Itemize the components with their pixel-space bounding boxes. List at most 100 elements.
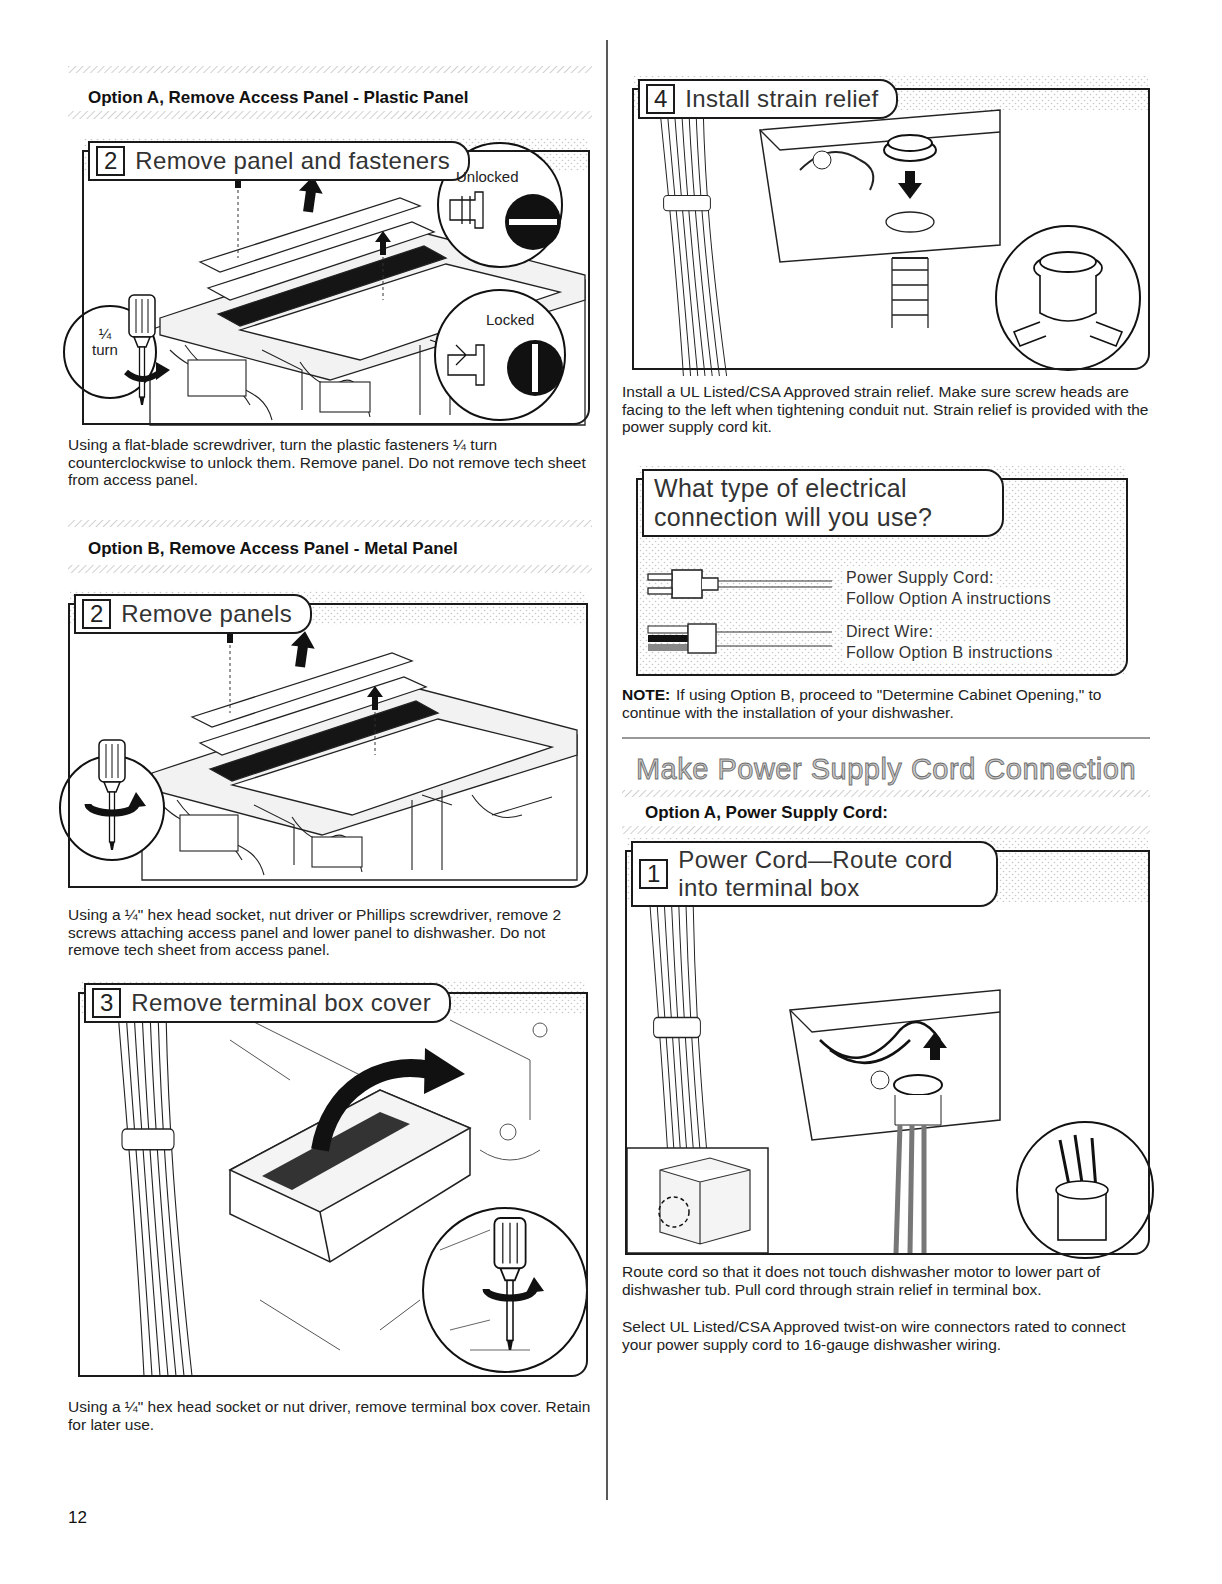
step-header-tab: 3 Remove terminal box cover <box>84 983 451 1023</box>
note-heading: NOTE: <box>622 686 670 704</box>
panel-3-illustration <box>486 1277 544 1298</box>
panel-a-illustration <box>150 164 585 425</box>
step-panel: 2Remove panels <box>68 603 588 888</box>
callout-label: Locked <box>486 311 534 328</box>
connection-icons <box>648 644 688 651</box>
panel-4-illustration <box>892 257 928 259</box>
connection-icons <box>648 574 672 580</box>
panel-3-illustration <box>230 1090 470 1262</box>
panel-b-illustration <box>88 792 146 813</box>
connection-icons <box>648 588 672 594</box>
panel-a-illustration <box>126 372 160 379</box>
page-number: 12 <box>68 1508 87 1528</box>
section-rule <box>622 738 1150 739</box>
step-panel: 3Remove terminal box cover <box>78 992 588 1377</box>
section-heading: Option B, Remove Access Panel - Metal Pa… <box>88 539 458 559</box>
panel-3-illustration <box>320 1068 430 1150</box>
connection-icons <box>648 626 688 633</box>
note-text: If using Option B, proceed to "Determine… <box>622 686 1152 721</box>
power-cord-illustration <box>627 1148 768 1253</box>
power-cord-illustration <box>896 1125 924 1253</box>
panel-3-illustration <box>533 1023 547 1037</box>
section-rule <box>68 565 592 573</box>
connection-icons <box>716 645 832 646</box>
panel-3-illustration <box>423 1208 587 1372</box>
panel-b-illustration <box>99 740 125 850</box>
power-cord-illustration <box>1056 1181 1108 1199</box>
power-cord-illustration <box>871 1071 889 1089</box>
panel-a-illustration <box>507 340 563 396</box>
connection-icons <box>672 570 702 598</box>
panel-heading: What type of electrical connection will … <box>654 474 984 532</box>
step-number: 1 <box>639 859 668 889</box>
step-heading: Install strain relief <box>685 85 878 113</box>
power-cord-illustration <box>627 902 1148 1253</box>
panel-4-illustration <box>996 226 1140 370</box>
section-rule <box>68 520 592 527</box>
panel-3-illustration <box>230 1090 470 1212</box>
header-texture <box>638 466 1126 674</box>
panel-4-illustration <box>660 110 727 376</box>
step-panel: 4Install strain relief <box>632 88 1150 370</box>
power-cord-illustration <box>659 1197 689 1227</box>
panel-a-illustration <box>505 194 561 250</box>
section-rule <box>68 111 592 119</box>
power-cord-illustration <box>830 1040 910 1063</box>
step-heading: Remove terminal box cover <box>131 989 431 1017</box>
panel-a-illustration <box>448 345 484 385</box>
step-number: 4 <box>646 84 675 114</box>
power-cord-illustration <box>790 990 1000 1140</box>
panel-4-illustration <box>634 110 1148 376</box>
panel-a-illustration <box>450 192 483 228</box>
connection-icons <box>718 580 832 581</box>
choice-text: Direct Wire: <box>844 622 935 641</box>
power-cord-illustration <box>1017 1122 1153 1258</box>
section-heading: Option A, Power Supply Cord: <box>645 803 888 823</box>
panel-4-illustration <box>760 110 1000 262</box>
panel-3-illustration <box>320 1212 330 1262</box>
panel-a-illustration <box>156 362 170 380</box>
power-cord-illustration <box>894 1075 942 1095</box>
instruction-text: Select UL Listed/CSA Approved twist-on w… <box>622 1318 1152 1353</box>
panel-4-illustration <box>813 151 831 169</box>
panel-a-illustration <box>129 295 155 405</box>
divider-line <box>606 40 608 1500</box>
panel-a-illustration <box>435 290 565 420</box>
callout-label: Unlocked <box>456 168 519 185</box>
section-heading: Option A, Remove Access Panel - Plastic … <box>88 88 468 108</box>
step-number: 3 <box>92 988 121 1018</box>
connection-icons <box>718 586 832 587</box>
choice-panel: What type of electrical connection will … <box>636 478 1128 676</box>
panel-4-illustration <box>760 130 1000 150</box>
instruction-text: Using a ¼" hex head socket, nut driver o… <box>68 906 598 959</box>
instruction-text: Install a UL Listed/CSA Approved strain … <box>622 383 1152 436</box>
callout-label: ¼ turn <box>88 326 122 358</box>
panel-b-illustration <box>142 619 577 880</box>
panel-4-illustration <box>888 135 932 151</box>
panel-3-illustration <box>494 1218 525 1350</box>
connection-icons <box>648 635 688 642</box>
panel-3-illustration <box>500 1124 516 1140</box>
step-header-tab: 1Power Cord—Route cord into terminal box <box>631 841 998 907</box>
step-heading: Remove panel and fasteners <box>135 147 450 175</box>
panel-4-illustration <box>1014 275 1122 346</box>
power-cord-illustration <box>923 1032 947 1060</box>
choice-text: Follow Option B instructions <box>844 643 1055 662</box>
power-cord-illustration <box>895 1095 941 1125</box>
section-rule <box>622 790 1150 797</box>
step-number: 2 <box>82 599 111 629</box>
power-cord-illustration <box>627 902 1153 1258</box>
panel-b-illustration <box>60 619 586 886</box>
instruction-text: Route cord so that it does not touch dis… <box>622 1263 1152 1298</box>
panel-3-illustration <box>424 1048 465 1094</box>
section-rule <box>68 66 592 73</box>
instruction-text: Using a ¼" hex head socket or nut driver… <box>68 1398 598 1433</box>
connection-icons <box>648 570 832 653</box>
step-header-tab: 2Remove panels <box>74 594 312 634</box>
step-header-tab: What type of electrical connection will … <box>642 469 1004 537</box>
power-cord-illustration <box>660 1158 750 1244</box>
panel-4-illustration <box>898 171 922 199</box>
step-header-tab: 2Remove panel and fasteners <box>88 141 470 181</box>
